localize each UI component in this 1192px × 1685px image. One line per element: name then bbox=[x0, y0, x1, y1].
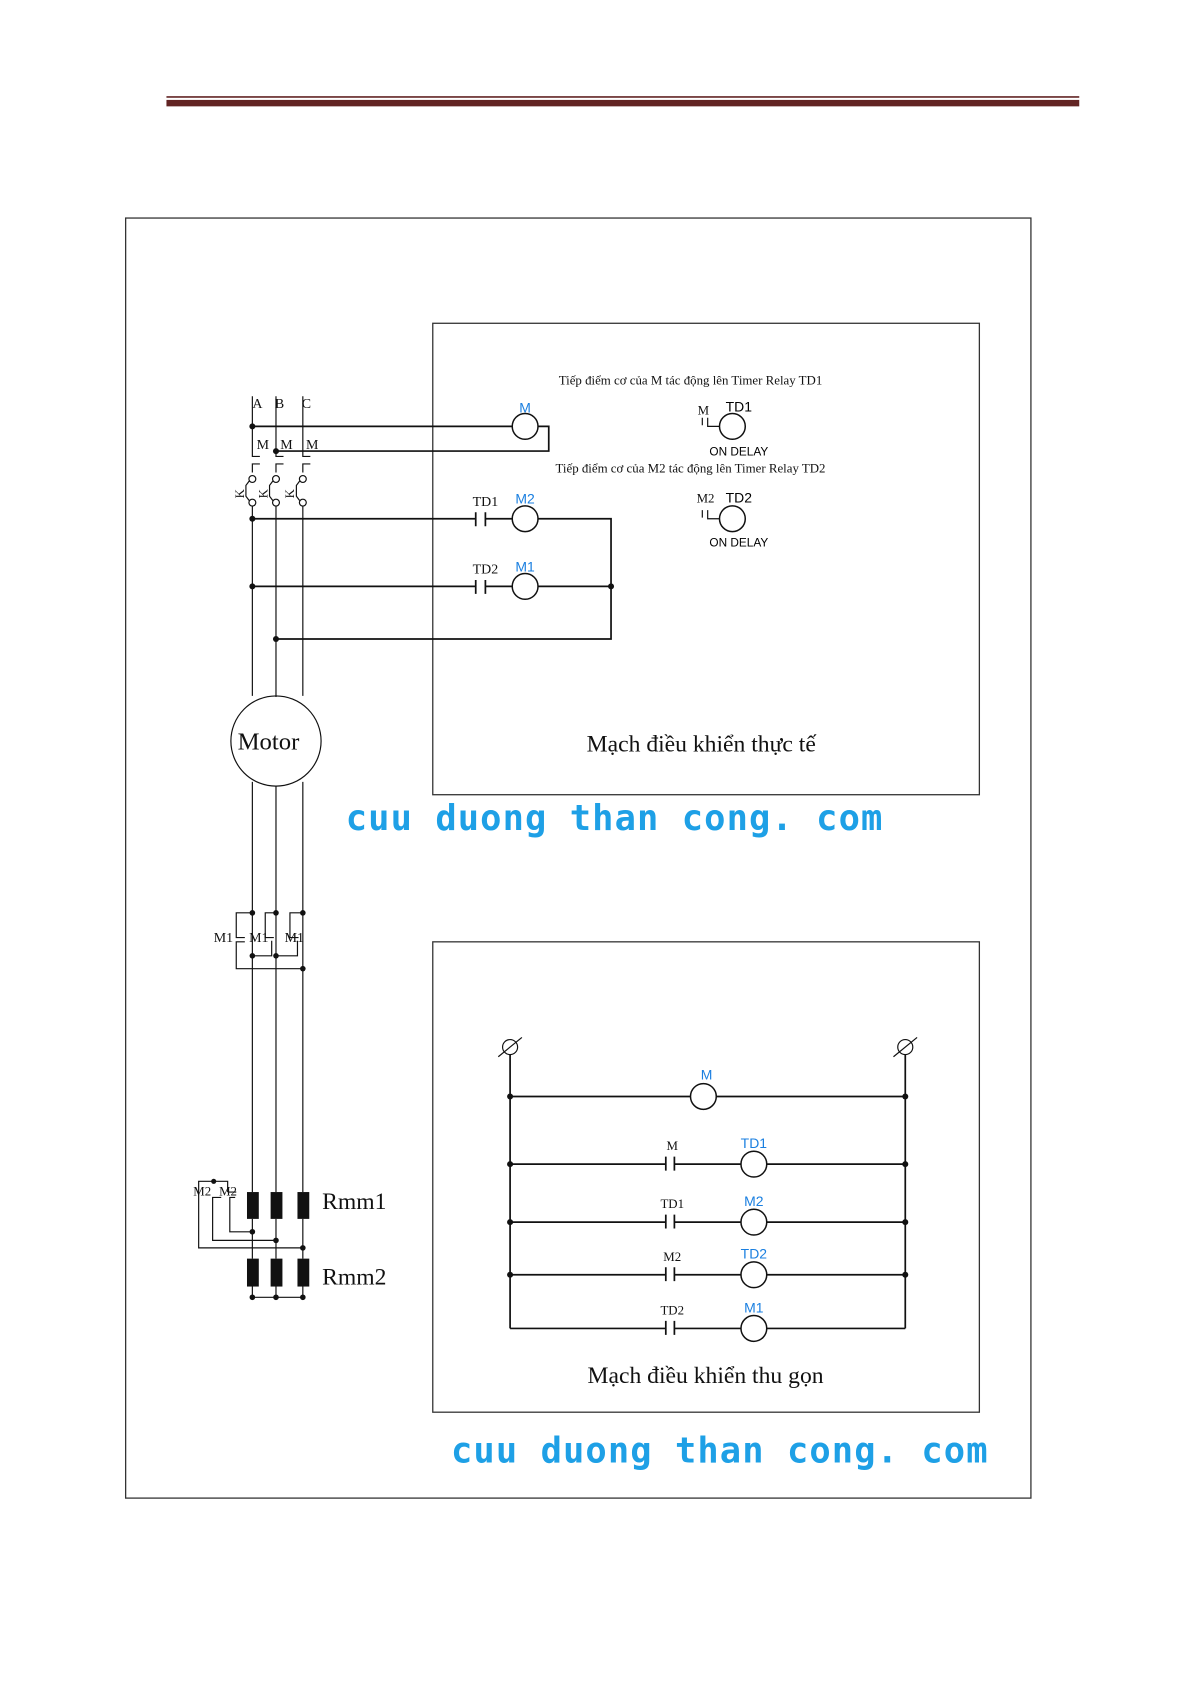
compact-coil bbox=[740, 1314, 768, 1343]
k-contacts: K K K bbox=[233, 474, 307, 507]
m2-contact-label: M2 bbox=[193, 1184, 211, 1198]
ladder-row: TD1 M2 bbox=[507, 1193, 909, 1236]
ladder-row: M TD1 bbox=[507, 1135, 909, 1178]
compact-circuit-title: Mạch điều khiển thu gọn bbox=[588, 1363, 824, 1389]
header-rule bbox=[166, 96, 1080, 107]
m1-contacts: M1 M1 M1 bbox=[214, 910, 306, 972]
k-label: K bbox=[283, 488, 297, 498]
timer2-type-label: ON DELAY bbox=[709, 536, 768, 550]
junction-dot bbox=[507, 1271, 514, 1278]
phase-b-label: B bbox=[275, 397, 284, 412]
compact-coil bbox=[740, 1150, 768, 1178]
coil-m1 bbox=[511, 572, 539, 601]
compact-contact-label: TD2 bbox=[660, 1303, 684, 1317]
rmm1-label: Rmm1 bbox=[322, 1189, 386, 1215]
actual-circuit-title: Mạch điều khiển thực tế bbox=[587, 732, 817, 758]
compact-contact-label: TD1 bbox=[660, 1197, 684, 1211]
timer-td2: M2 TD2 ON DELAY bbox=[697, 490, 769, 550]
compact-coil-m bbox=[689, 1082, 718, 1111]
coil-m-label: M bbox=[519, 399, 531, 415]
note-td1: Tiếp điểm cơ của M tác động lên Timer Re… bbox=[559, 373, 823, 387]
m1-contact-label: M1 bbox=[249, 931, 268, 946]
rmm2-label: Rmm2 bbox=[322, 1264, 386, 1290]
junction-dot bbox=[507, 1161, 514, 1168]
phase-c-label: C bbox=[302, 397, 311, 412]
timer1-contact-label: M bbox=[698, 404, 710, 418]
actual-control-circuit: M TD1 M2 TD2 M1 Tiếp điểm cơ của M tác đ… bbox=[249, 373, 826, 758]
outer-frame bbox=[124, 217, 1032, 1499]
rung-wire bbox=[510, 1156, 906, 1171]
power-circuit: A B C M M M K K K Motor M1 M1 M1 bbox=[193, 396, 386, 1301]
compact-coil bbox=[740, 1208, 768, 1236]
watermark: cuu duong than cong. com bbox=[451, 1431, 989, 1472]
rmm2-resistors: Rmm2 bbox=[246, 1258, 386, 1301]
compact-coil-label: M bbox=[701, 1066, 713, 1082]
rmm1-resistors: Rmm1 bbox=[246, 1189, 386, 1219]
compact-coil-label: TD1 bbox=[741, 1135, 768, 1151]
coil-m1-label: M1 bbox=[515, 558, 535, 574]
m1-contact-label: M1 bbox=[214, 931, 233, 946]
m2-contacts: M2 M2 bbox=[193, 1178, 306, 1251]
junction-dot bbox=[507, 1219, 514, 1226]
m-contact-label: M bbox=[280, 438, 292, 453]
junction-dot bbox=[902, 1161, 909, 1168]
m2-contact-label: M2 bbox=[219, 1184, 237, 1198]
junction-dot bbox=[902, 1271, 909, 1278]
compact-contact-label: M bbox=[667, 1139, 679, 1153]
td2-contact-label: TD2 bbox=[473, 562, 499, 577]
compact-coil-label: M1 bbox=[744, 1299, 764, 1315]
watermark: cuu duong than cong. com bbox=[346, 798, 884, 839]
rung-wire bbox=[510, 1267, 906, 1282]
junction-dot bbox=[902, 1219, 909, 1226]
timer2-contact-label: M2 bbox=[697, 492, 715, 506]
compact-coil bbox=[740, 1261, 768, 1289]
ladder-row: M2 TD2 bbox=[507, 1246, 909, 1289]
timer2-coil-label: TD2 bbox=[726, 490, 753, 506]
actual-circuit-box bbox=[432, 322, 981, 796]
k-label: K bbox=[256, 488, 270, 498]
timer1-coil-label: TD1 bbox=[726, 398, 753, 414]
coil-m bbox=[511, 412, 539, 441]
ladder-row: TD2 M1 bbox=[510, 1299, 906, 1343]
compact-circuit-box bbox=[432, 941, 981, 1413]
td1-contact-label: TD1 bbox=[473, 495, 499, 510]
rung-wire bbox=[510, 1214, 906, 1229]
timer-td1: M TD1 ON DELAY bbox=[698, 398, 769, 458]
compact-coil-label: M2 bbox=[744, 1193, 764, 1209]
note-td2: Tiếp điểm cơ của M2 tác động lên Timer R… bbox=[555, 462, 825, 476]
compact-coil-label: TD2 bbox=[741, 1246, 768, 1262]
coil-m2-label: M2 bbox=[515, 491, 535, 507]
coil-m2 bbox=[511, 505, 539, 533]
compact-contact-label: M2 bbox=[663, 1250, 681, 1264]
motor-label: Motor bbox=[238, 729, 300, 756]
k-label: K bbox=[233, 488, 247, 498]
rung-wire bbox=[510, 1320, 906, 1335]
timer1-type-label: ON DELAY bbox=[709, 444, 768, 458]
phase-a-label: A bbox=[252, 397, 262, 412]
m-contact-label: M bbox=[257, 438, 269, 453]
m-contact-label: M bbox=[306, 438, 318, 453]
m1-contact-label: M1 bbox=[285, 931, 304, 946]
